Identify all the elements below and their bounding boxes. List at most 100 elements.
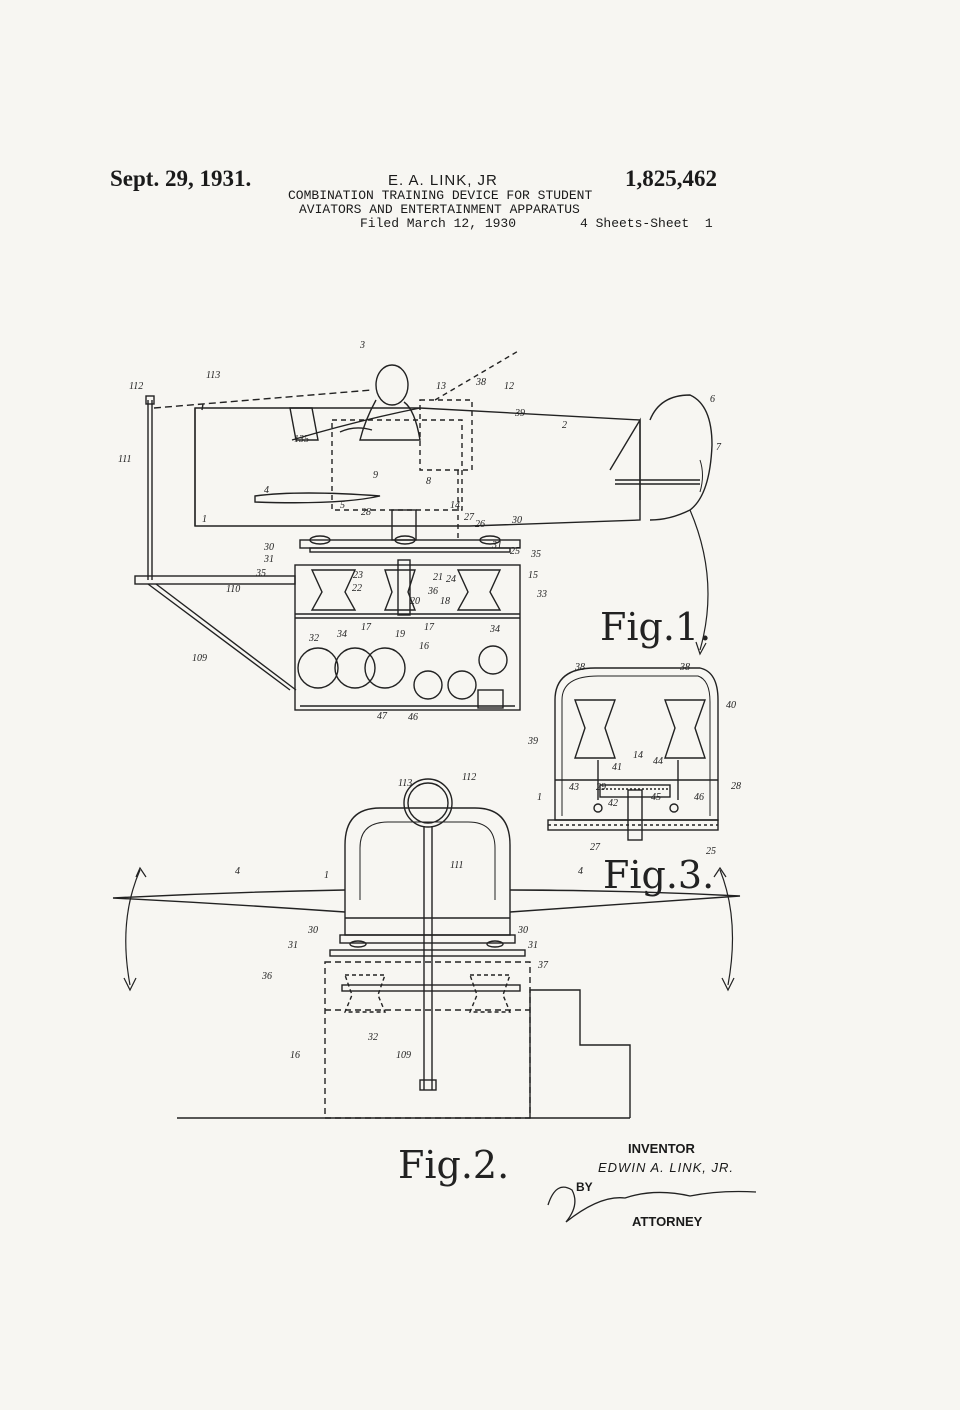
fig1-ref-numeral: 38 xyxy=(475,377,486,388)
attorney-label: ATTORNEY xyxy=(632,1214,703,1229)
fig1-ref-numeral: 109 xyxy=(192,653,207,664)
fig1-ref-numeral: 32 xyxy=(308,633,319,644)
fig3-ref-numeral: 29 xyxy=(596,782,606,793)
fig2-ref-numeral: 30 xyxy=(307,925,318,936)
fig1-ref-numeral: 17 xyxy=(424,622,435,633)
fig1-ref-numeral: 3 xyxy=(359,340,365,351)
fig3-ref-numeral: 41 xyxy=(612,762,622,773)
patent-number: 1,825,462 xyxy=(625,166,717,191)
sheet-count: 4 Sheets-Sheet 1 xyxy=(580,216,713,231)
fig3-caption: Fig.3. xyxy=(603,853,714,897)
fig3-ref-numeral: 38 xyxy=(679,662,690,673)
fig3-ref-numeral: 38 xyxy=(574,662,585,673)
fig1-ref-numeral: 8 xyxy=(426,476,431,487)
fig2-ref-numeral: 111 xyxy=(450,860,464,871)
fig3-ref-numeral: 28 xyxy=(731,781,741,792)
fig3-ref-numeral: 27 xyxy=(590,842,601,853)
fig2-drawing xyxy=(112,778,741,1119)
fig2-ref-numeral: 37 xyxy=(537,960,549,971)
fig2-ref-numeral: 112 xyxy=(462,772,476,783)
fig1-ref-numeral: 24 xyxy=(446,574,456,585)
fig1-ref-numeral: 6 xyxy=(710,394,715,405)
fig2-ref-numeral: 113 xyxy=(398,778,412,789)
fig1-ref-numeral: 7 xyxy=(716,442,722,453)
fig3-drawing xyxy=(547,667,719,841)
fig1-caption: Fig.1. xyxy=(600,605,711,649)
fig1-ref-numeral: 30 xyxy=(511,515,522,526)
fig1-ref-numeral: 112 xyxy=(129,381,143,392)
fig3-ref-numeral: 44 xyxy=(653,756,663,767)
fig1-ref-numeral: 19 xyxy=(395,629,405,640)
fig3-ref-numeral: 46 xyxy=(694,792,704,803)
fig2-ref-numeral: 16 xyxy=(290,1050,300,1061)
fig2-ref-numeral: 31 xyxy=(527,940,538,951)
attorney-signature xyxy=(547,1186,757,1223)
inventor-name: EDWIN A. LINK, JR. xyxy=(598,1160,734,1175)
fig1-ref-numeral: 4 xyxy=(264,485,269,496)
fig3-ref-numeral: 43 xyxy=(569,782,579,793)
fig1-ref-numeral: 113 xyxy=(206,370,220,381)
fig2-ref-numeral: 32 xyxy=(367,1032,378,1043)
filed-date: Filed March 12, 1930 xyxy=(360,216,517,231)
fig3-ref-numeral: 39 xyxy=(527,736,538,747)
fig1-ref-numeral: 111 xyxy=(118,454,132,465)
patent-date: Sept. 29, 1931. xyxy=(110,166,252,191)
inventor-heading: INVENTOR xyxy=(628,1141,695,1156)
fig1-ref-numeral: 5 xyxy=(340,500,345,511)
fig1-ref-numeral: 18 xyxy=(440,596,450,607)
fig2-ref-numeral: 4 xyxy=(235,866,240,877)
fig1-ref-numeral: 33 xyxy=(536,589,547,600)
title-line-2: AVIATORS AND ENTERTAINMENT APPARATUS xyxy=(299,202,580,217)
fig1-ref-numeral: 12 xyxy=(504,381,514,392)
fig1-ref-numeral: 30 xyxy=(263,542,274,553)
fig2-ref-numeral: 109 xyxy=(396,1050,411,1061)
fig1-ref-numeral: 9 xyxy=(373,470,378,481)
fig1-ref-numeral: 22 xyxy=(352,583,362,594)
fig1-ref-numeral: 28 xyxy=(361,507,371,518)
fig1-ref-numeral: 27 xyxy=(464,512,475,523)
fig2-ref-numeral: 1 xyxy=(324,870,329,881)
fig1-ref-numeral: 36 xyxy=(427,586,438,597)
fig1-ref-numeral: 21 xyxy=(433,572,443,583)
fig1-ref-numeral: 31 xyxy=(491,540,502,551)
fig1-ref-numeral: 2 xyxy=(562,420,567,431)
fig1-ref-numeral: 26 xyxy=(475,519,485,530)
fig1-ref-numeral: 135 xyxy=(294,434,309,445)
fig1-ref-numeral: 34 xyxy=(336,629,347,640)
fig1-ref-numeral: 35 xyxy=(530,549,541,560)
fig2-ref-numeral: 31 xyxy=(287,940,298,951)
fig1-ref-numeral: 13 xyxy=(436,381,446,392)
fig3-ref-numeral: 14 xyxy=(633,750,643,761)
fig2-ref-numeral: 36 xyxy=(261,971,272,982)
fig1-ref-numeral: 47 xyxy=(377,711,388,722)
fig1-drawing xyxy=(134,349,713,711)
fig1-ref-numeral: 14 xyxy=(450,500,460,511)
fig1-ref-numeral: 15 xyxy=(528,570,538,581)
fig1-ref-numeral: 39 xyxy=(514,408,525,419)
fig1-ref-numeral: 34 xyxy=(489,624,500,635)
fig1-ref-numeral: 31 xyxy=(263,554,274,565)
by-label: BY xyxy=(576,1180,593,1194)
fig3-ref-numeral: 1 xyxy=(537,792,542,803)
fig1-ref-numeral: 25 xyxy=(510,546,520,557)
fig3-ref-numeral: 45 xyxy=(651,792,661,803)
fig1-ref-numeral: 110 xyxy=(226,584,240,595)
fig2-ref-numeral: 4 xyxy=(578,866,583,877)
fig3-ref-numeral: 42 xyxy=(608,798,618,809)
fig1-ref-numeral: 17 xyxy=(361,622,372,633)
fig2-ref-numeral: 30 xyxy=(517,925,528,936)
inventor-header: E. A. LINK, JR xyxy=(388,172,498,189)
fig1-ref-numeral: 23 xyxy=(353,570,363,581)
fig1-ref-numeral: 46 xyxy=(408,712,418,723)
fig3-ref-numeral: 25 xyxy=(706,846,716,857)
title-line-1: COMBINATION TRAINING DEVICE FOR STUDENT xyxy=(288,188,593,203)
fig1-ref-numeral: 35 xyxy=(255,568,266,579)
fig1-ref-numeral: 1 xyxy=(202,514,207,525)
fig1-ref-numeral: 16 xyxy=(419,641,429,652)
fig3-ref-numeral: 40 xyxy=(726,700,736,711)
